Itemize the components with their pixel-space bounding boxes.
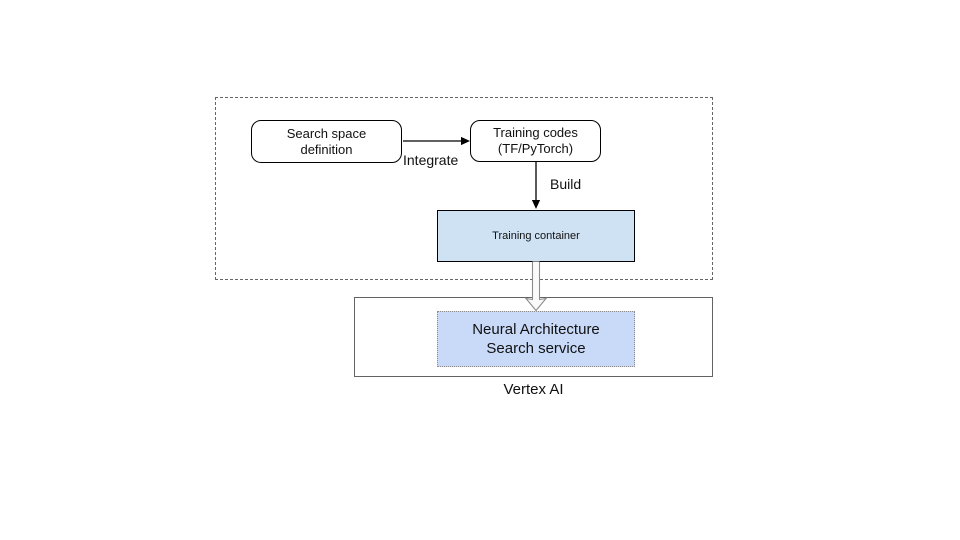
- build-arrow-label: Build: [550, 176, 582, 192]
- integrate-arrow-label: Integrate: [403, 152, 459, 168]
- training-container-box: Training container: [437, 210, 635, 262]
- training-codes-box: Training codes (TF/PyTorch): [470, 120, 601, 162]
- nas-service-box: Neural Architecture Search service: [437, 311, 635, 367]
- vertex-ai-caption: Vertex AI: [503, 381, 564, 398]
- search-space-definition-box: Search space definition: [251, 120, 402, 163]
- dev-environment-dashed-container: [215, 97, 713, 280]
